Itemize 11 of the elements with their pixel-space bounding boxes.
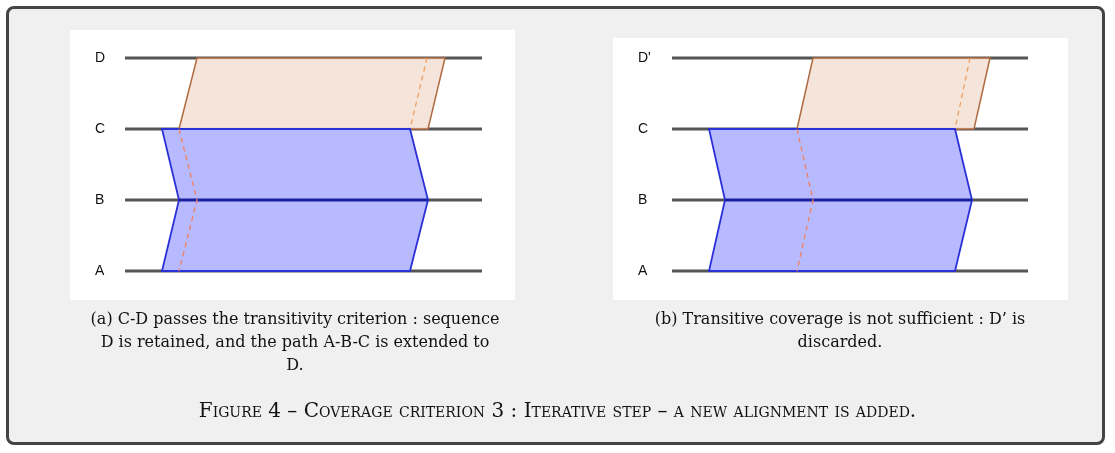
- figure-caption: Figure 4 – Coverage criterion 3 : Iterative step – a new alignment is added.: [197, 398, 918, 422]
- sequence-label: B: [95, 191, 105, 207]
- sequence-label: C: [95, 120, 106, 136]
- panel-caption: (a) C-D passes the transitivity criterion : sequence D is retained, and the path A-B-C is extended to D.: [90, 308, 500, 376]
- sequence-label: C: [638, 120, 649, 136]
- sequence-label: D: [95, 49, 106, 65]
- sequence-label: D': [638, 49, 651, 65]
- panel-caption: (b) Transitive coverage is not sufficient : D’ is discarded.: [653, 308, 1027, 353]
- sequence-label: B: [638, 191, 648, 207]
- sequence-label: A: [95, 262, 105, 278]
- sequence-label: A: [638, 262, 648, 278]
